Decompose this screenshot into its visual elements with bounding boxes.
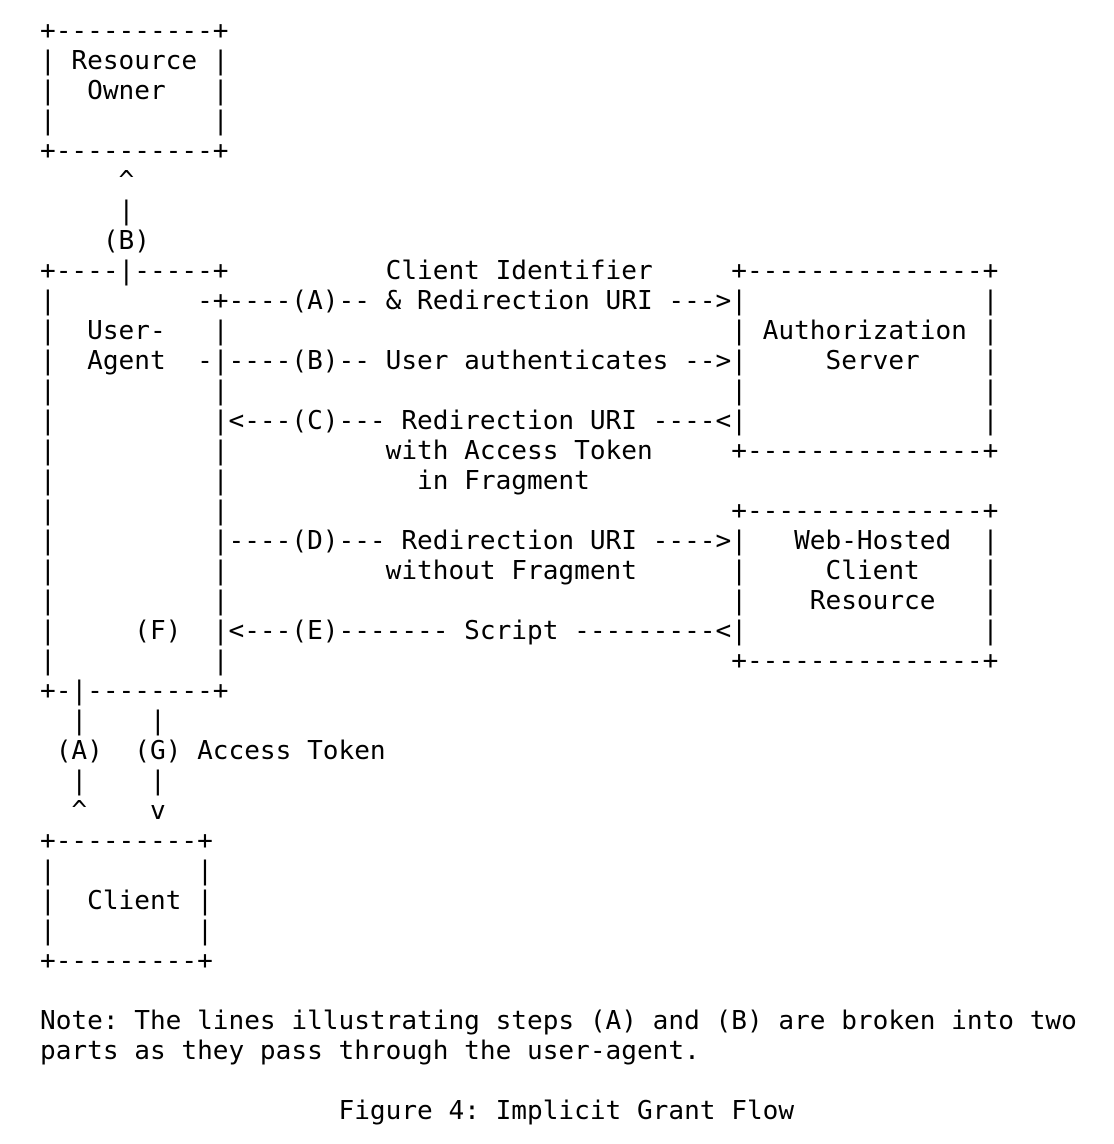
user-agent-and-authorization-server-labels: | User- | | Authorization | [40, 316, 999, 346]
web-hosted-client-box-bottom: | | +---------------+ [40, 646, 999, 676]
web-hosted-client-box-top: | | +---------------+ [40, 496, 999, 526]
resource-owner-box-top: +----------+ [40, 16, 229, 46]
arrow-up-to-resource-owner: ^ [40, 166, 135, 196]
resource-owner-label-line: | Owner | [40, 76, 229, 106]
resource-owner-box-bottom: +----------+ [40, 136, 229, 166]
diagram-line: | | [40, 106, 229, 136]
step-c-redirection-uri-return-arrow: | |<---(C)--- Redirection URI ----<| | [40, 406, 999, 436]
diagram-line: | | [40, 916, 213, 946]
step-a-and-g-access-token-label: (A) (G) Access Token [40, 736, 386, 766]
diagram-line: | | [40, 766, 166, 796]
without-fragment-label: | | without Fragment | Client | [40, 556, 999, 586]
client-box-top: +---------+ [40, 826, 213, 856]
note-text: Note: The lines illustrating steps (A) a… [40, 1006, 1077, 1036]
client-box-bottom: +---------+ [40, 946, 213, 976]
figure-caption: Figure 4: Implicit Grant Flow [40, 1096, 795, 1126]
step-d-redirection-uri-arrow: | |----(D)--- Redirection URI ---->| Web… [40, 526, 999, 556]
step-b-label: (B) [40, 226, 150, 256]
fragment-label: | | in Fragment [40, 466, 590, 496]
resource-owner-label-line: | Resource | [40, 46, 229, 76]
diagram-line: | | [40, 856, 213, 886]
step-a-redirection-uri-arrow: | -+----(A)-- & Redirection URI --->| | [40, 286, 999, 316]
access-token-label: | | with Access Token +---------------+ [40, 436, 999, 466]
step-b-user-authenticates-arrow: | Agent -|----(B)-- User authenticates -… [40, 346, 999, 376]
step-e-script-return-arrow: | (F) |<---(E)------- Script ---------<|… [40, 616, 999, 646]
arrows-to-client: ^ v [40, 796, 166, 826]
diagram-line: | | [40, 706, 166, 736]
diagram-line: | [40, 196, 135, 226]
user-agent-box-bottom: +-|--------+ [40, 676, 229, 706]
client-box-label: | Client | [40, 886, 213, 916]
client-resource-label: | | | Resource | [40, 586, 999, 616]
note-text: parts as they pass through the user-agen… [40, 1036, 700, 1066]
diagram-line: | | | | [40, 376, 999, 406]
user-agent-box-top-and-client-identifier: +----|-----+ Client Identifier +--------… [40, 256, 999, 286]
